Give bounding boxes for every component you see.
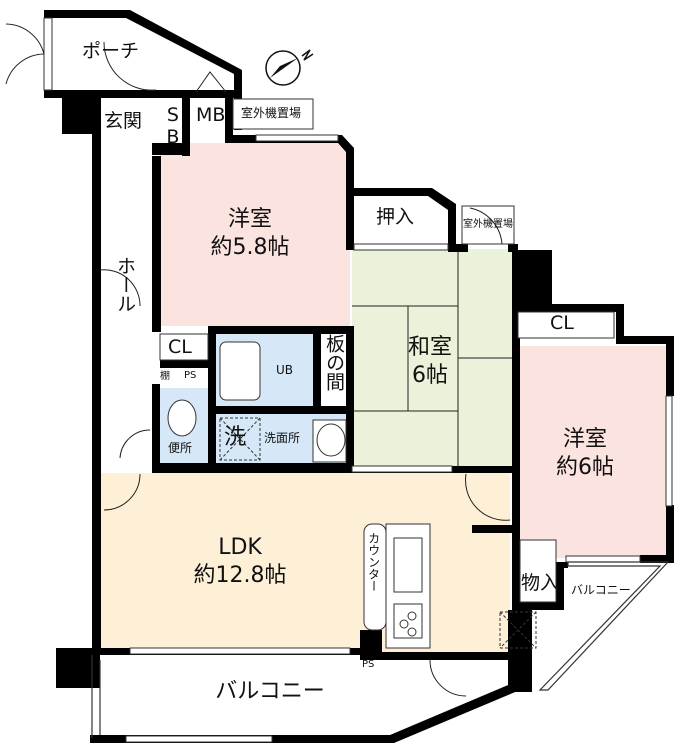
western-room-1-fill [160,143,350,326]
western-room-2-size: 約6帖 [556,455,614,480]
fixtures [159,98,615,649]
ldk-size: 約12.8帖 [193,563,287,588]
closet-hall-label: CL [168,336,192,358]
western-room-1-size: 約5.8帖 [210,235,290,260]
ldk-name: LDK [218,535,262,560]
tatami-lines [352,249,512,466]
western-room-2-name: 洋室 [562,427,607,452]
ps-label-2: PS [362,659,375,670]
oshiire-label: 押入 [376,206,415,228]
outdoor-unit-label-1: 室外機置場 [241,106,302,120]
small-balcony-label: バルコニー [571,583,631,597]
closet-2-label: CL [550,312,574,334]
compass-icon [265,49,314,86]
porch-label: ポーチ [82,40,140,62]
main-balcony-label: バルコニー [215,679,325,704]
western-room-2-fill [518,346,668,558]
windows [43,17,673,743]
unit-bath-label: UB [276,363,294,377]
storage-label: 物入 [521,572,560,594]
western-room-1-name: 洋室 [227,207,272,232]
ldk-fill [100,473,510,653]
ps-label-1: PS [184,370,197,381]
door-swings [5,23,511,697]
hall-label: ホール [113,256,136,313]
japanese-room-name: 和室 [407,335,452,360]
board-space-label: 板の間 [322,334,345,391]
balcony-rails [91,561,670,738]
counter-label: カウンター [366,532,381,592]
dashed-spaces [219,417,537,649]
washer-label: 洗 [224,425,247,450]
meter-box-label: MB [196,104,226,126]
outdoor-unit-label-2: 室外機置場 [463,219,513,230]
shoe-box-label: SB [161,104,184,148]
toilet-label: 便所 [168,441,193,455]
shelf-label: 棚 [160,371,170,382]
washroom-label: 洗面所 [264,431,301,445]
japanese-room-size: 6帖 [412,363,448,388]
entrance-label: 玄関 [104,110,143,132]
